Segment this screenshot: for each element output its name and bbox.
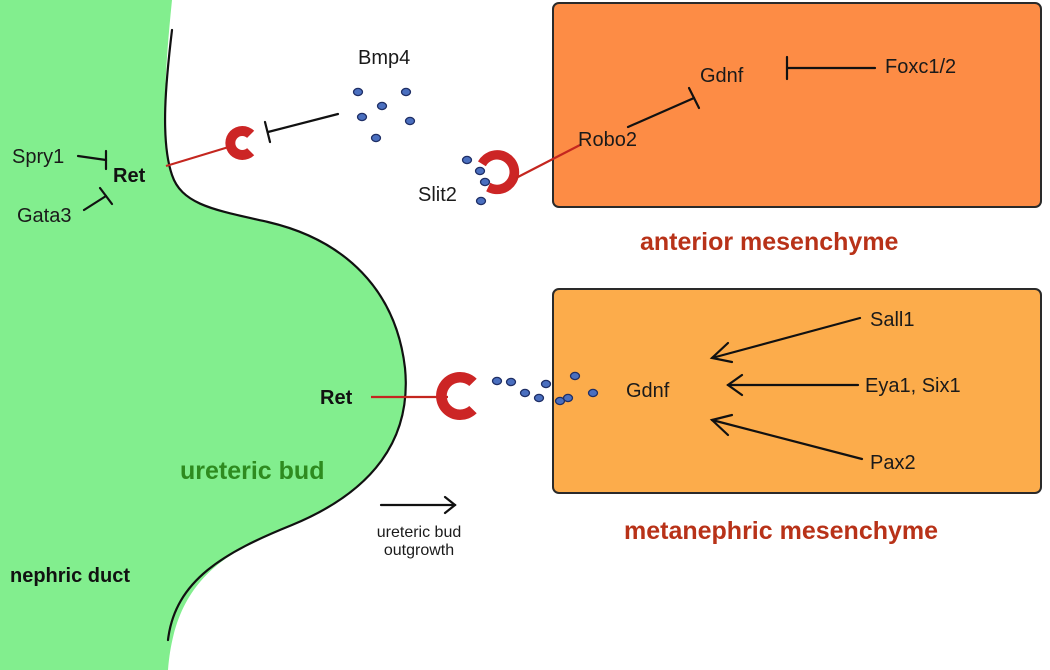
slit2-ligands bbox=[461, 155, 491, 206]
slit2-label: Slit2 bbox=[418, 184, 457, 206]
bmp4-ligands bbox=[352, 87, 416, 143]
ret-receptor-top bbox=[225, 126, 255, 161]
bmp4-label: Bmp4 bbox=[358, 47, 410, 69]
sall1-label: Sall1 bbox=[870, 309, 914, 331]
robo2-inhibits-gdnf-arrow bbox=[626, 86, 701, 129]
gata3-label: Gata3 bbox=[17, 205, 71, 227]
robo2-connector bbox=[515, 144, 581, 179]
anterior-gdnf-label: Gdnf bbox=[700, 65, 744, 87]
ureteric-bud-shape bbox=[0, 0, 406, 670]
nephric-duct-title: nephric duct bbox=[10, 565, 130, 587]
spry1-inhibition-arrow bbox=[76, 149, 108, 171]
eya-six-label: Eya1, Six1 bbox=[865, 375, 961, 397]
foxc-inhibits-gdnf-arrow bbox=[785, 55, 877, 81]
bmp4-inhibition-arrow bbox=[263, 112, 340, 144]
foxc-label: Foxc1/2 bbox=[885, 56, 956, 78]
metanephric-mesenchyme-title: metanephric mesenchyme bbox=[624, 517, 938, 545]
ret-receptor-connector-top bbox=[165, 144, 233, 168]
spry1-label: Spry1 bbox=[12, 146, 64, 168]
robo2-receptor bbox=[478, 150, 520, 195]
robo2-label: Robo2 bbox=[578, 129, 637, 151]
anterior-mesenchyme-title: anterior mesenchyme bbox=[640, 228, 899, 256]
anterior-mesenchyme-box bbox=[552, 2, 1042, 208]
gata3-inhibition-arrow bbox=[82, 186, 114, 212]
outgrowth-arrow bbox=[379, 495, 457, 515]
metanephric-gdnf-label: Gdnf bbox=[626, 380, 670, 402]
pax2-label: Pax2 bbox=[870, 452, 916, 474]
ureteric-bud-title: ureteric bud bbox=[180, 457, 324, 485]
outgrowth-label-line2: outgrowth bbox=[384, 542, 454, 559]
ret-label-top: Ret bbox=[113, 165, 146, 187]
ret-receptor-bottom bbox=[436, 372, 477, 420]
sall1-activates-gdnf-arrow bbox=[709, 316, 862, 364]
outgrowth-label-line1: ureteric bud bbox=[377, 524, 462, 541]
ret-label-bottom: Ret bbox=[320, 387, 353, 409]
metanephric-mesenchyme-box bbox=[552, 288, 1042, 494]
ureteric-bud-outline bbox=[164, 28, 407, 642]
pax2-activates-gdnf-arrow bbox=[709, 413, 864, 461]
gdnf-ligands bbox=[491, 371, 599, 406]
eya-six-activates-gdnf-arrow bbox=[726, 373, 860, 397]
